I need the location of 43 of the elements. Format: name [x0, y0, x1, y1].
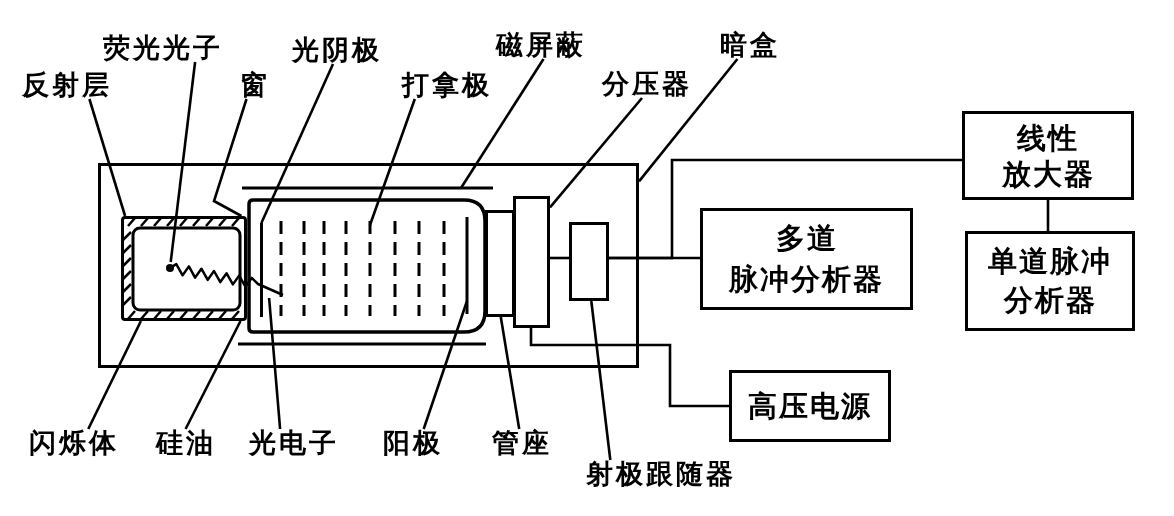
empty-box: [569, 222, 609, 301]
leader-line: [549, 97, 643, 209]
leader-line: [88, 98, 127, 217]
leader-line: [368, 98, 417, 226]
callout-label: 阳极: [383, 429, 443, 457]
empty-box: [485, 210, 515, 317]
callout-label: 光阴极: [292, 36, 382, 64]
hatched-box: [121, 216, 247, 321]
block-box: 高压电源: [729, 370, 891, 442]
callout-label: 打拿极: [402, 71, 492, 99]
leader-line: [212, 98, 248, 218]
connector-line: [609, 158, 962, 260]
connector-line: [1046, 200, 1050, 231]
callout-label: 闪烁体: [29, 429, 119, 457]
cathode-line: [259, 223, 263, 317]
enclosure-box: [98, 163, 639, 368]
block-box: 单道脉冲分析器: [965, 231, 1135, 331]
callout-label: 暗盒: [720, 31, 780, 59]
leader-line: [499, 316, 521, 430]
callout-label: 磁屏蔽: [496, 31, 586, 59]
callout-label: 光电子: [249, 429, 339, 457]
zigzag-line: [164, 262, 286, 298]
callout-label: 反射层: [22, 71, 112, 99]
leader-line: [422, 300, 469, 430]
leader-line: [87, 320, 143, 430]
leader-line: [459, 58, 545, 189]
leader-line: [260, 63, 335, 224]
connector-line: [529, 328, 729, 408]
connector-line: [550, 256, 569, 260]
leader-line: [267, 297, 282, 430]
block-box: 线性放大器: [962, 111, 1134, 200]
callout-label: 窗: [240, 71, 270, 99]
callout-label: 分压器: [602, 70, 692, 98]
leader-line: [638, 58, 739, 183]
callout-label: 射极跟随器: [586, 460, 736, 488]
callout-label: 管座: [492, 429, 552, 457]
leader-line: [184, 320, 242, 430]
callout-label: 硅油: [156, 429, 216, 457]
leader-line: [590, 300, 612, 461]
empty-box: [513, 196, 550, 328]
callout-label: 荧光光子: [103, 34, 223, 62]
leader-line: [169, 61, 197, 263]
block-box: 多道脉冲分析器: [700, 208, 913, 310]
